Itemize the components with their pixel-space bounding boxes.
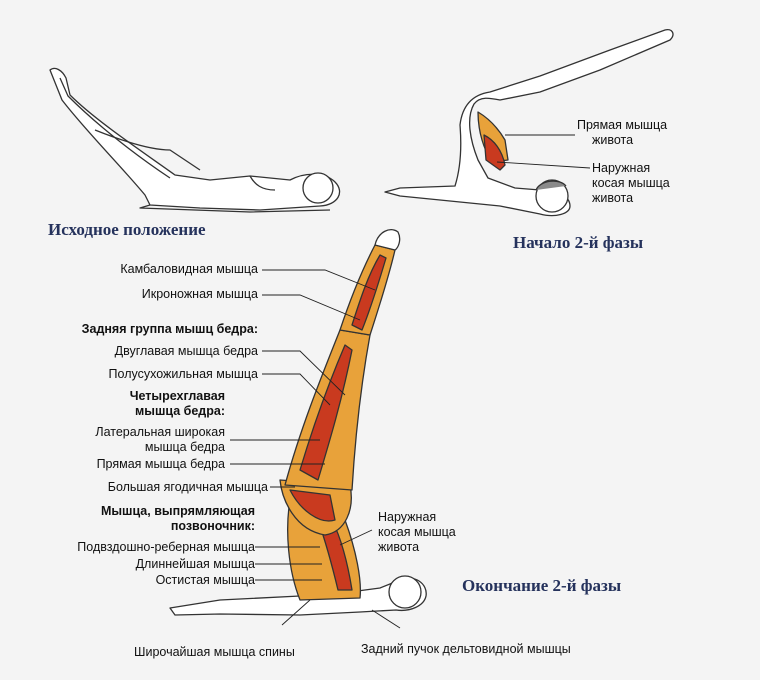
label-rectus-femoris: Прямая мышца бедра bbox=[96, 457, 225, 471]
label-external-oblique-3: живота bbox=[592, 191, 634, 205]
label-vastus-lateralis-2: мышца бедра bbox=[144, 440, 225, 454]
figure-phase2-end bbox=[169, 229, 427, 616]
label-soleus: Камбаловидная мышца bbox=[120, 262, 258, 276]
label-posterior-deltoid: Задний пучок дельтовидной мышцы bbox=[361, 642, 571, 656]
label-gastrocnemius: Икроножная мышца bbox=[141, 287, 258, 301]
label-rectus-abdominis-2: живота bbox=[592, 133, 634, 147]
label-iliocostalis: Подвздошно-реберная мышца bbox=[77, 540, 255, 554]
figure-start-position bbox=[49, 67, 341, 213]
label-latissimus-dorsi: Широчайшая мышца спины bbox=[134, 645, 295, 659]
leader-lines bbox=[230, 134, 591, 629]
title-phase2-end: Окончание 2-й фазы bbox=[462, 576, 622, 595]
label-external-oblique-end-3: живота bbox=[378, 540, 420, 554]
label-biceps-femoris: Двуглавая мышца бедра bbox=[114, 344, 258, 358]
label-erector-spinae-2: позвоночник: bbox=[170, 519, 255, 533]
label-spinalis: Остистая мышца bbox=[155, 573, 255, 587]
label-vastus-lateralis-1: Латеральная широкая bbox=[95, 425, 225, 439]
label-hamstrings-group: Задняя группа мышц бедра: bbox=[81, 322, 258, 336]
label-external-oblique-1: Наружная bbox=[592, 161, 651, 175]
label-external-oblique-end-2: косая мышца bbox=[378, 525, 456, 539]
label-gluteus-maximus: Большая ягодичная мышца bbox=[107, 480, 268, 494]
figure-phase2-start bbox=[384, 28, 674, 217]
label-longissimus: Длиннейшая мышца bbox=[135, 557, 255, 571]
label-external-oblique-2: косая мышца bbox=[592, 176, 670, 190]
label-quadriceps-1: Четырехглавая bbox=[129, 389, 225, 403]
label-rectus-abdominis-1: Прямая мышца bbox=[577, 118, 668, 132]
label-semitendinosus: Полусухожильная мышца bbox=[108, 367, 258, 381]
title-phase2-start: Начало 2-й фазы bbox=[513, 233, 644, 252]
title-start-position: Исходное положение bbox=[48, 220, 206, 239]
label-quadriceps-2: мышца бедра: bbox=[135, 404, 225, 418]
label-erector-spinae-1: Мышца, выпрямляющая bbox=[100, 504, 255, 518]
label-external-oblique-end-1: Наружная bbox=[378, 510, 437, 524]
